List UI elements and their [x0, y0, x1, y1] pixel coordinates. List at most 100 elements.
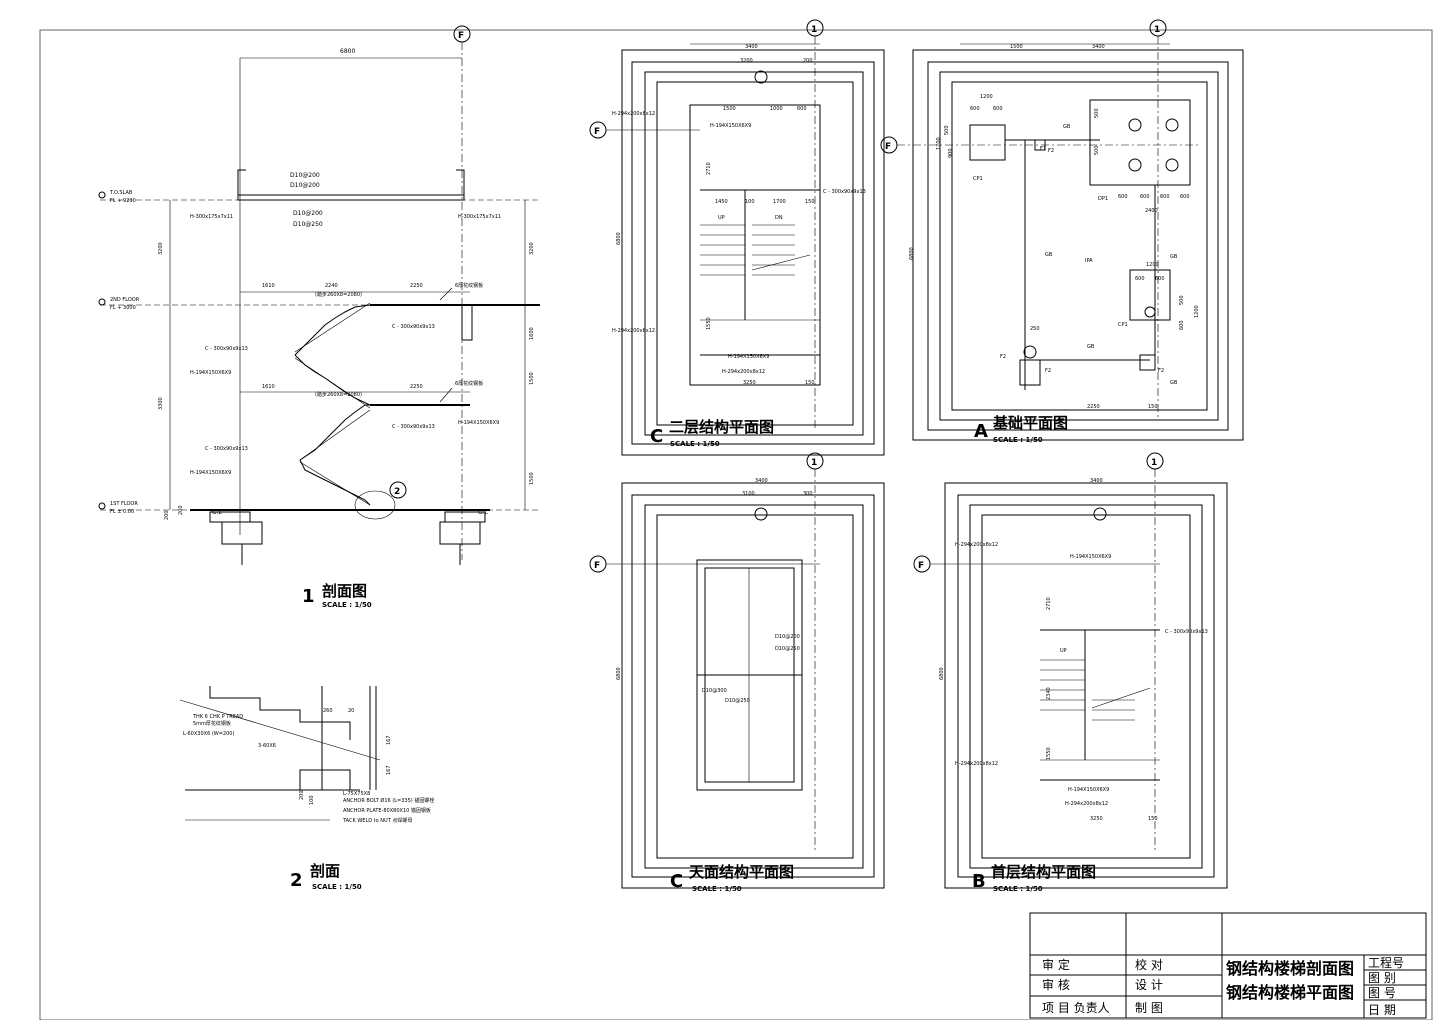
svg-text:500: 500: [944, 125, 950, 135]
svg-text:3250: 3250: [743, 380, 756, 386]
section-2-number: 2: [290, 870, 303, 891]
svg-text:H-194X150X6X9: H-194X150X6X9: [710, 123, 751, 129]
svg-text:H-194X150X6X9: H-194X150X6X9: [1070, 554, 1111, 560]
svg-text:167: 167: [386, 735, 392, 745]
svg-text:20: 20: [348, 708, 354, 714]
svg-text:F2: F2: [1000, 354, 1006, 360]
section-2-view: THK 6 CHK P TREAD 5mm厚花纹钢板 L-60X30X6 (W=…: [179, 686, 434, 891]
svg-text:1450: 1450: [715, 199, 728, 205]
svg-text:UP: UP: [718, 215, 725, 221]
svg-text:F2: F2: [1158, 368, 1164, 374]
svg-text:C - 300x90x9x13: C - 300x90x9x13: [205, 446, 248, 452]
svg-text:FL + 3000: FL + 3000: [110, 305, 136, 311]
svg-text:GB: GB: [1045, 252, 1053, 258]
svg-text:D10@250: D10@250: [725, 698, 750, 704]
svg-text:2240: 2240: [325, 283, 338, 289]
svg-text:1: 1: [1154, 25, 1160, 35]
svg-text:600: 600: [970, 106, 980, 112]
svg-text:167: 167: [386, 765, 392, 775]
svg-text:H-294x200x8x12: H-294x200x8x12: [955, 761, 998, 767]
svg-text:2710: 2710: [706, 162, 712, 175]
sheet-border: [39, 29, 1433, 1020]
svg-text:D10@200: D10@200: [290, 172, 320, 179]
svg-text:D10@250: D10@250: [293, 221, 323, 228]
svg-text:260: 260: [323, 708, 333, 714]
svg-text:3400: 3400: [1090, 478, 1103, 484]
svg-text:1550: 1550: [706, 317, 712, 330]
svg-text:SCALE : 1/50: SCALE : 1/50: [692, 885, 742, 893]
svg-text:(踏步260X8=2080): (踏步260X8=2080): [315, 391, 362, 398]
svg-text:H-294x200x8x12: H-294x200x8x12: [612, 111, 655, 117]
plan-roof-view: 1 F 3400 3100 300 6800 D10@200 D10@250 D…: [589, 452, 885, 893]
svg-text:DN: DN: [775, 215, 783, 221]
svg-text:500: 500: [1179, 295, 1185, 305]
svg-text:D10@200: D10@200: [775, 634, 800, 640]
svg-text:1600: 1600: [529, 327, 535, 340]
svg-text:H-294x200x8x12: H-294x200x8x12: [722, 369, 765, 375]
svg-text:3200: 3200: [158, 242, 164, 255]
svg-text:2250: 2250: [1087, 404, 1100, 410]
svg-text:2ND FLOOR: 2ND FLOOR: [110, 297, 140, 303]
svg-text:D10@200: D10@200: [293, 210, 323, 217]
section-2-scale: SCALE : 1/50: [312, 883, 362, 891]
svg-text:H-294x200x8x12: H-294x200x8x12: [1065, 801, 1108, 807]
svg-text:600: 600: [1155, 276, 1165, 282]
svg-text:300: 300: [803, 491, 813, 497]
svg-text:1200: 1200: [980, 94, 993, 100]
svg-text:H-194X150X6X9: H-194X150X6X9: [458, 420, 499, 426]
svg-text:1700: 1700: [773, 199, 786, 205]
svg-text:200: 200: [178, 505, 184, 515]
axis-f-label: F: [458, 31, 464, 41]
svg-text:B: B: [972, 871, 986, 892]
svg-text:3100: 3100: [742, 491, 755, 497]
svg-text:1550: 1550: [1046, 747, 1052, 760]
svg-text:C - 300x90x9x13: C - 300x90x9x13: [392, 324, 435, 330]
svg-text:TACK WELD to NUT 点焊螺母: TACK WELD to NUT 点焊螺母: [342, 817, 412, 824]
svg-text:6800: 6800: [616, 232, 622, 245]
svg-text:600: 600: [1179, 320, 1185, 330]
svg-text:6800: 6800: [909, 247, 915, 260]
svg-text:CP1: CP1: [973, 176, 983, 182]
svg-text:GB: GB: [1063, 124, 1071, 130]
svg-text:2: 2: [394, 487, 400, 497]
plan-2f-view: 1 F 3400 3200 200 1500 1000 600 2710 145…: [589, 19, 885, 456]
svg-text:250: 250: [1030, 326, 1040, 332]
svg-text:D10@300: D10@300: [702, 688, 727, 694]
svg-text:1200: 1200: [936, 137, 942, 150]
svg-text:SCALE : 1/50: SCALE : 1/50: [993, 885, 1043, 893]
plan-1f-view: 1 F 3400 2710 6800 2340 1550 3250 150 UP…: [913, 452, 1228, 893]
svg-text:600: 600: [1118, 194, 1128, 200]
svg-text:GB: GB: [1170, 254, 1178, 260]
svg-text:DP1: DP1: [1098, 196, 1108, 202]
svg-text:6800: 6800: [939, 667, 945, 680]
svg-text:600: 600: [797, 106, 807, 112]
svg-text:3250: 3250: [1090, 816, 1103, 822]
svg-text:1500: 1500: [529, 372, 535, 385]
svg-text:500: 500: [1094, 108, 1100, 118]
svg-text:A: A: [974, 421, 988, 442]
svg-text:3200: 3200: [740, 58, 753, 64]
svg-text:6厚花纹钢板: 6厚花纹钢板: [455, 380, 483, 387]
tb-drawing-title-1: 钢结构楼梯剖面图: [1226, 959, 1354, 978]
svg-text:FL + 9230: FL + 9230: [110, 198, 136, 204]
svg-text:F2: F2: [1048, 148, 1054, 154]
svg-text:100: 100: [309, 795, 315, 805]
svg-text:CP1: CP1: [1118, 322, 1128, 328]
svg-text:2250: 2250: [410, 283, 423, 289]
svg-text:1610: 1610: [262, 384, 275, 390]
svg-text:C - 300x90x9x13: C - 300x90x9x13: [205, 346, 248, 352]
svg-text:150: 150: [805, 199, 815, 205]
svg-text:1: 1: [811, 458, 817, 468]
svg-text:D10@250: D10@250: [775, 646, 800, 652]
svg-text:工程号: 工程号: [1368, 955, 1404, 970]
svg-text:(踏步260X8=2080): (踏步260X8=2080): [315, 291, 362, 298]
title-block: 审 定 校 对 审 核 设 计 项 目 负责人 制 图 钢结构楼梯剖面图 钢结构…: [1029, 912, 1427, 1019]
svg-text:UP: UP: [1060, 648, 1067, 654]
svg-text:3200: 3200: [529, 242, 535, 255]
plan-2f-title: 二层结构平面图: [669, 418, 774, 436]
svg-text:H-294x200x8x12: H-294x200x8x12: [612, 328, 655, 334]
svg-text:F1: F1: [1040, 146, 1046, 152]
svg-text:ANCHOR BOLT Ø16 (L=335) 锚固螺栓: ANCHOR BOLT Ø16 (L=335) 锚固螺栓: [343, 797, 434, 804]
svg-text:THK 6 CHK P TREAD: THK 6 CHK P TREAD: [192, 714, 243, 720]
section-1-title: 剖面图: [322, 582, 367, 600]
